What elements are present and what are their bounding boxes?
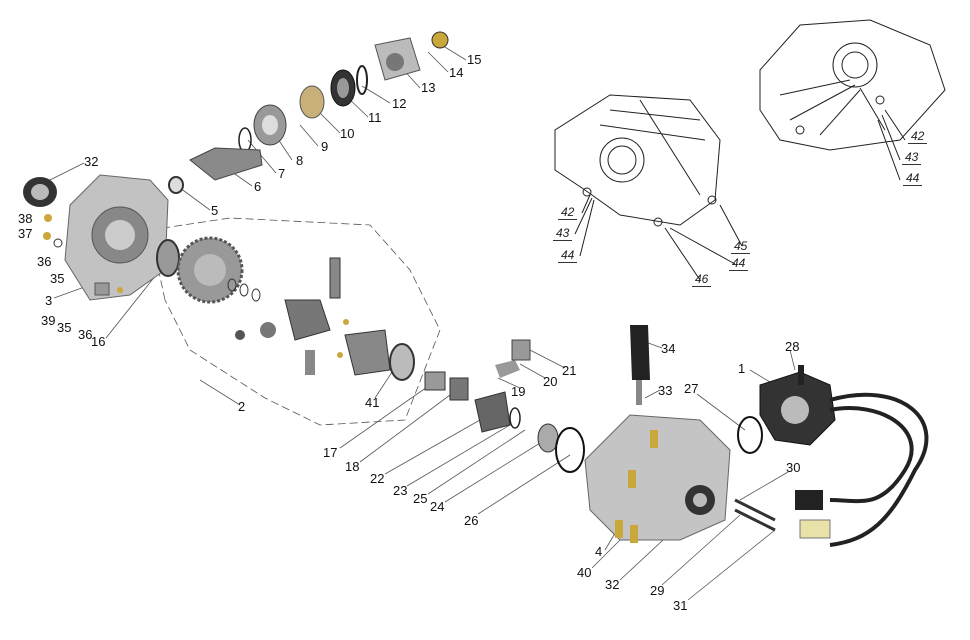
callout-22: 22 xyxy=(370,471,385,486)
sketch-callout-44-top: 44 xyxy=(903,172,923,186)
differential-parts xyxy=(176,236,415,381)
callout-30: 30 xyxy=(786,460,801,475)
callout-1: 1 xyxy=(738,361,746,376)
callout-39: 39 xyxy=(41,313,56,328)
callout-15: 15 xyxy=(467,52,482,67)
callout-27: 27 xyxy=(684,381,699,396)
callout-21: 21 xyxy=(562,363,577,378)
housing-left xyxy=(23,174,180,301)
callout-14: 14 xyxy=(449,65,464,80)
callout-32-bottom: 32 xyxy=(605,577,620,592)
sketch-callout-44-right: 44 xyxy=(729,257,749,271)
callout-31: 31 xyxy=(673,598,688,613)
actuator-motor xyxy=(759,365,929,547)
callout-29: 29 xyxy=(650,583,665,598)
callout-20: 20 xyxy=(543,374,558,389)
callout-41: 41 xyxy=(365,395,380,410)
callout-24: 24 xyxy=(430,499,445,514)
callout-9: 9 xyxy=(321,139,329,154)
assembly-sketch-2 xyxy=(574,19,946,281)
callout-23: 23 xyxy=(393,483,408,498)
shaft-parts xyxy=(168,31,449,194)
sketch-callout-42-left: 42 xyxy=(558,206,578,220)
callout-3: 3 xyxy=(45,293,53,308)
callout-38: 38 xyxy=(18,211,33,226)
callout-11: 11 xyxy=(368,110,382,125)
callout-6: 6 xyxy=(254,179,262,194)
rear-housing xyxy=(584,325,776,543)
callout-35-lower: 35 xyxy=(57,320,72,335)
callout-17: 17 xyxy=(323,445,338,460)
callout-28: 28 xyxy=(785,339,800,354)
leader-lines xyxy=(49,43,796,601)
callout-10: 10 xyxy=(340,126,355,141)
callout-19: 19 xyxy=(511,384,526,399)
callout-12: 12 xyxy=(392,96,407,111)
sketch-callout-44-left: 44 xyxy=(558,249,578,263)
callout-4: 4 xyxy=(595,544,603,559)
callout-36-upper: 36 xyxy=(37,254,52,269)
callout-8: 8 xyxy=(296,153,304,168)
callout-26: 26 xyxy=(464,513,479,528)
callout-16: 16 xyxy=(91,334,106,349)
sketch-callout-46: 46 xyxy=(692,273,712,287)
callout-36-lower: 36 xyxy=(78,327,93,342)
callout-33: 33 xyxy=(658,383,673,398)
sketch-callout-42-top: 42 xyxy=(908,130,928,144)
callout-18: 18 xyxy=(345,459,360,474)
sketch-callout-43-top: 43 xyxy=(902,151,922,165)
callout-35-upper: 35 xyxy=(50,271,65,286)
callout-7: 7 xyxy=(278,166,286,181)
sketch-callout-43-left: 43 xyxy=(553,227,573,241)
callout-37: 37 xyxy=(18,226,33,241)
output-shaft-parts xyxy=(424,339,585,473)
callout-32-top: 32 xyxy=(84,154,99,169)
callout-40: 40 xyxy=(577,565,592,580)
sketch-callout-45: 45 xyxy=(731,240,751,254)
callout-34: 34 xyxy=(661,341,676,356)
callout-25: 25 xyxy=(413,491,428,506)
callout-2: 2 xyxy=(238,399,246,414)
callout-5: 5 xyxy=(211,203,219,218)
assembly-sketch-1 xyxy=(554,94,721,227)
callout-13: 13 xyxy=(421,80,436,95)
